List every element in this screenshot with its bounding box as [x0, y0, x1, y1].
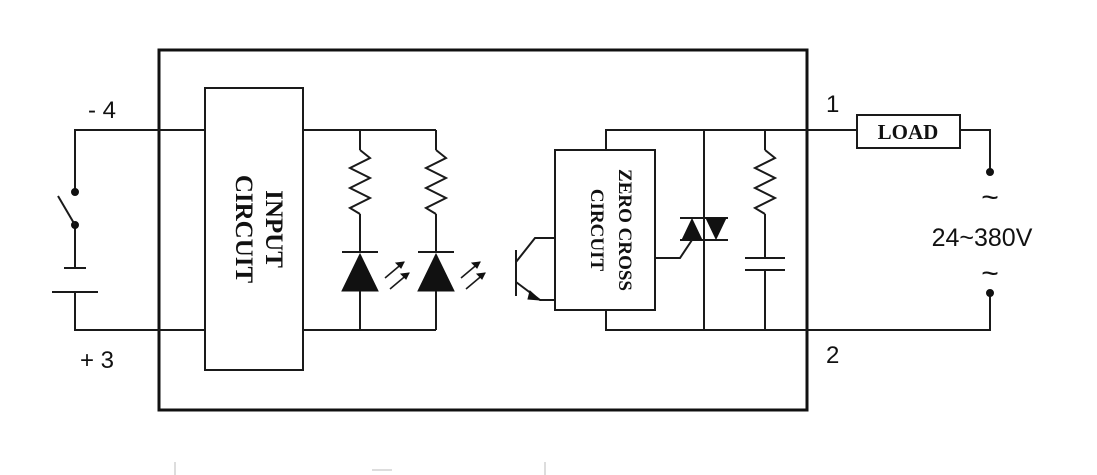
load-label: LOAD: [878, 120, 939, 144]
supply-tilde-bottom: ~: [981, 257, 999, 290]
battery-symbol: [52, 267, 98, 293]
bottom-marks: [174, 462, 546, 475]
input-output-bus: [303, 129, 436, 331]
terminal-minus-4: - 4: [88, 97, 116, 124]
load-box: [856, 114, 961, 149]
module-frame: [157, 48, 809, 412]
svg-text:CIRCUIT: CIRCUIT: [586, 189, 607, 272]
terminal-1: 1: [826, 91, 839, 118]
svg-text:ZERO CROSS: ZERO CROSS: [614, 169, 635, 291]
input-wiring: [74, 129, 205, 331]
supply-voltage: 24~380V: [932, 224, 1033, 252]
svg-text:INPUT: INPUT: [260, 190, 287, 268]
terminal-2: 2: [826, 342, 839, 369]
branch-led-2: [417, 130, 455, 330]
led-arrows-icon-1: [384, 261, 410, 290]
zero-cross-circuit-label: ZERO CROSS CIRCUIT: [586, 169, 635, 291]
switch-symbol: [57, 188, 79, 229]
input-circuit-box: [204, 87, 304, 371]
triac-symbol: [655, 130, 728, 330]
branch-led-1: [341, 130, 379, 330]
supply-tilde-top: ~: [981, 181, 999, 214]
supply-terminal-top: [986, 168, 994, 176]
zero-cross-circuit-box: [554, 149, 656, 311]
svg-text:CIRCUIT: CIRCUIT: [230, 175, 257, 284]
terminal-plus-3: + 3: [80, 347, 114, 374]
phototransistor-symbol: [515, 237, 555, 301]
output-wiring: [605, 129, 991, 331]
input-circuit-label: INPUT CIRCUIT: [230, 175, 287, 284]
led-arrows-icon-2: [460, 261, 486, 290]
ac-supply: ~ 24~380V ~: [932, 168, 1033, 297]
rc-snubber: [745, 130, 785, 330]
supply-terminal-bottom: [986, 289, 994, 297]
